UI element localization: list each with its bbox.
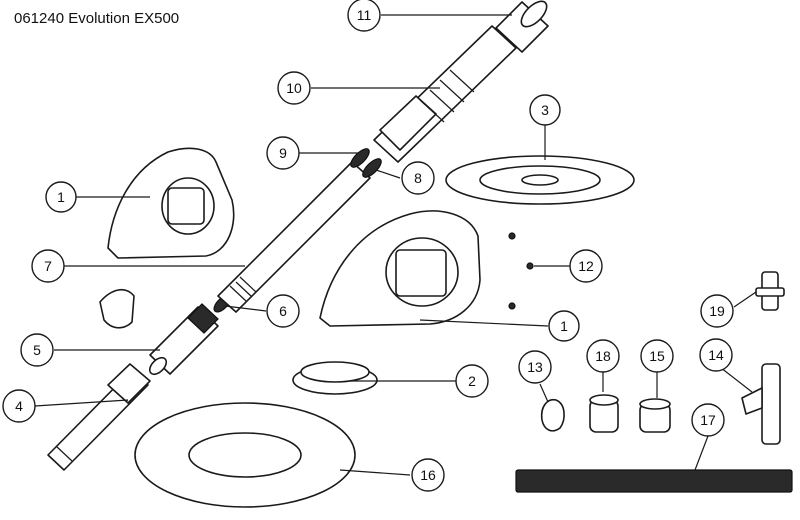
callout-2: 2 (455, 364, 489, 398)
callout-6: 6 (266, 294, 300, 328)
callout-1-right-label: 1 (560, 318, 568, 334)
callout-6-label: 6 (279, 303, 287, 319)
callout-12-label: 12 (578, 258, 594, 274)
callout-16-label: 16 (420, 467, 436, 483)
callout-19-label: 19 (709, 303, 725, 319)
callout-9-label: 9 (279, 145, 287, 161)
part-11-cuff (495, 0, 549, 53)
callout-3-label: 3 (541, 102, 549, 118)
callout-10: 10 (277, 71, 311, 105)
part-1-hood-right (319, 210, 481, 327)
part-10-upper-hose (373, 25, 517, 163)
callout-4: 4 (2, 389, 36, 423)
callout-10-label: 10 (286, 80, 302, 96)
callout-15-label: 15 (649, 348, 665, 364)
callout-14: 14 (699, 338, 733, 372)
callout-1-left-label: 1 (57, 189, 65, 205)
callout-1-right: 1 (548, 310, 580, 342)
part-5-swivel (148, 303, 219, 376)
callout-5-label: 5 (33, 342, 41, 358)
callout-8: 8 (401, 161, 435, 195)
callout-5: 5 (20, 333, 54, 367)
callout-18-label: 18 (595, 348, 611, 364)
callout-19: 19 (700, 294, 734, 328)
part-18-valve (589, 394, 619, 433)
part-12-screws (508, 232, 534, 310)
callout-8-label: 8 (414, 170, 422, 186)
part-19-connector (755, 271, 785, 311)
callout-13: 13 (518, 350, 552, 384)
part-17-hose (515, 469, 793, 493)
callout-18: 18 (586, 339, 620, 373)
part-1-hood-left (107, 147, 235, 259)
part-15-cap (639, 398, 671, 433)
callout-9: 9 (266, 136, 300, 170)
callout-11: 11 (347, 0, 381, 32)
diagram-title: 061240 Evolution EX500 (14, 10, 180, 27)
callout-11-label: 11 (357, 7, 372, 23)
callout-2-label: 2 (468, 373, 476, 389)
part-9-ring (350, 148, 370, 168)
part-16-skirt (134, 402, 356, 508)
callout-7-label: 7 (44, 258, 52, 274)
part-3-disc (445, 155, 635, 205)
callout-13-label: 13 (527, 359, 543, 375)
callout-3: 3 (529, 94, 561, 126)
part-14-tee (741, 363, 781, 445)
callout-4-label: 4 (15, 398, 23, 414)
callout-15: 15 (640, 339, 674, 373)
callout-7: 7 (31, 249, 65, 283)
callout-16: 16 (411, 458, 445, 492)
callout-1-left: 1 (45, 181, 77, 213)
callout-17-label: 17 (700, 412, 716, 428)
leader-lines (34, 14, 757, 476)
callout-17: 17 (691, 403, 725, 437)
callout-12: 12 (569, 249, 603, 283)
part-8-ring (362, 158, 382, 178)
part-4-lower-hose (47, 363, 151, 471)
callout-14-label: 14 (708, 347, 724, 363)
part-13-fitting (540, 398, 565, 432)
part-1-small-piece (99, 289, 135, 329)
part-2-ring-collar (292, 361, 378, 395)
